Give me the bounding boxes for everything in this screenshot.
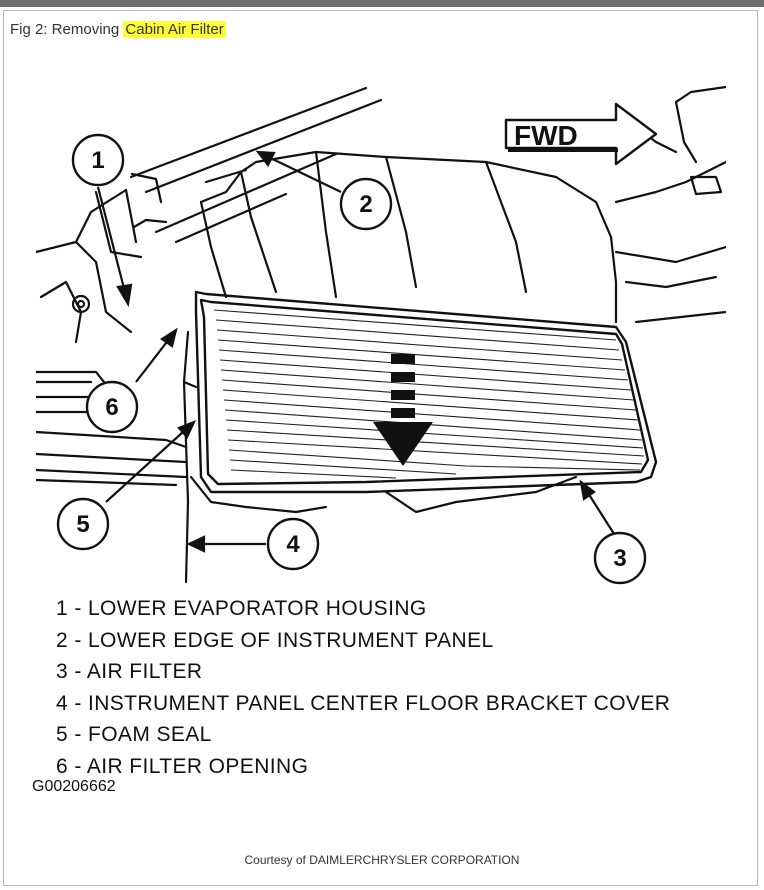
figure-id: G00206662 bbox=[32, 778, 116, 795]
legend-item: 6 - AIR FILTER OPENING bbox=[56, 754, 309, 778]
figure-title-prefix: Fig 2: Removing bbox=[10, 21, 120, 38]
legend-text: FOAM SEAL bbox=[87, 723, 212, 746]
top-bar bbox=[0, 0, 764, 7]
legend-num: 2 bbox=[56, 628, 69, 652]
callout-6-label: 6 bbox=[105, 394, 118, 421]
callout-5-label: 5 bbox=[76, 511, 89, 538]
legend-num: 1 bbox=[56, 597, 69, 620]
figure-title-highlight: Cabin Air Filter bbox=[123, 21, 226, 38]
legend-item: 5 - FOAM SEAL bbox=[56, 723, 212, 746]
legend: 1 - LOWER EVAPORATOR HOUSING 2 - LOWER E… bbox=[56, 593, 756, 782]
legend-item: 3 - AIR FILTER bbox=[56, 660, 203, 683]
callout-4 bbox=[266, 517, 320, 571]
callout-1 bbox=[71, 133, 125, 187]
air-filter-frame bbox=[194, 290, 658, 494]
legend-item: 2 - LOWER EDGE OF INSTRUMENT PANEL bbox=[56, 628, 494, 652]
callout-4-label: 4 bbox=[286, 531, 300, 558]
legend-text: AIR FILTER bbox=[86, 660, 203, 683]
legend-text: AIR FILTER OPENING bbox=[86, 754, 309, 778]
callout-2-label: 2 bbox=[359, 191, 372, 218]
callout-6 bbox=[85, 380, 139, 434]
bolt-left bbox=[71, 294, 91, 314]
air-filter-diagram: FWD 1 2 3 4 5 6 bbox=[36, 85, 726, 585]
callout-2 bbox=[339, 177, 393, 231]
legend-text: LOWER EVAPORATOR HOUSING bbox=[87, 597, 427, 620]
legend-num: 6 bbox=[56, 754, 69, 778]
fwd-arrow: FWD bbox=[504, 102, 658, 166]
fwd-label: FWD bbox=[514, 120, 578, 151]
callout-3-label: 3 bbox=[613, 545, 626, 572]
legend-text: LOWER EDGE OF INSTRUMENT PANEL bbox=[87, 628, 494, 652]
legend-item: 1 - LOWER EVAPORATOR HOUSING bbox=[56, 597, 427, 620]
evaporator-housing bbox=[199, 150, 618, 324]
instrument-panel-edge bbox=[129, 86, 368, 179]
legend-text: INSTRUMENT PANEL CENTER FLOOR BRACKET CO… bbox=[87, 691, 671, 715]
legend-num: 4 bbox=[56, 691, 69, 715]
legend-num: 5 bbox=[56, 723, 69, 746]
courtesy-credit: Courtesy of DAIMLERCHRYSLER CORPORATION bbox=[244, 853, 520, 867]
callout-3 bbox=[593, 531, 647, 585]
legend-num: 3 bbox=[56, 660, 69, 683]
removal-direction-arrow bbox=[373, 354, 433, 466]
figure-title: Fig 2: Removing Cabin Air Filter bbox=[10, 19, 226, 41]
air-filter-pleats bbox=[213, 309, 645, 479]
floor-bracket-cover bbox=[182, 330, 190, 584]
callout-5 bbox=[56, 497, 110, 551]
callout-1-label: 1 bbox=[91, 147, 104, 174]
legend-item: 4 - INSTRUMENT PANEL CENTER FLOOR BRACKE… bbox=[56, 691, 671, 715]
